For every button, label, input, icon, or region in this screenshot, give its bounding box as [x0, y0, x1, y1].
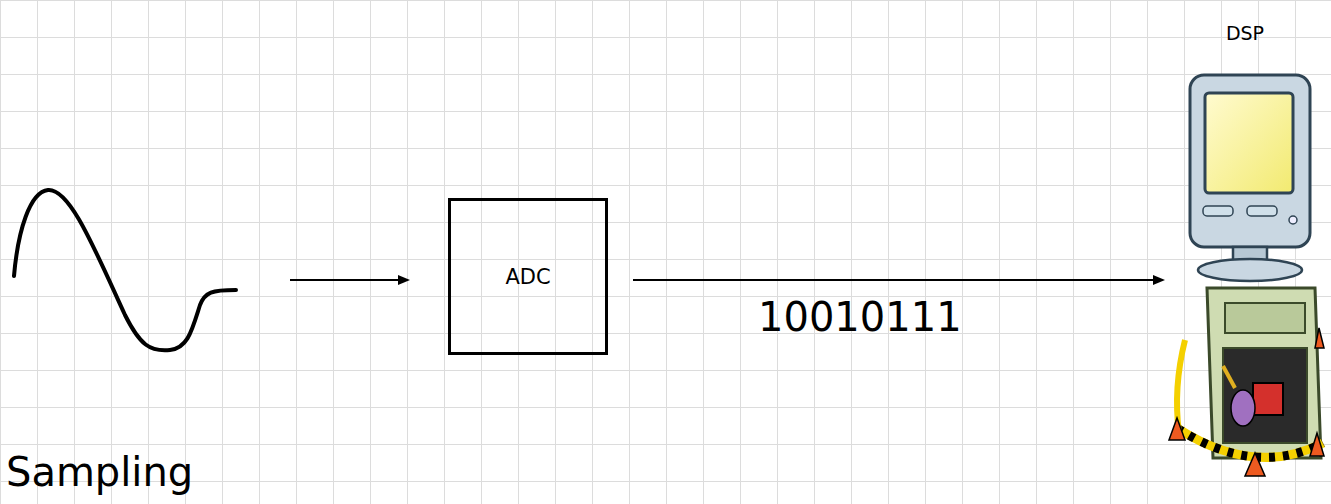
input-arrow: [290, 279, 400, 281]
monitor-button: [1247, 206, 1277, 216]
monitor-body: [1190, 75, 1310, 247]
traffic-cone: [1169, 418, 1185, 440]
arrow-head: [398, 275, 410, 285]
traffic-cone: [1310, 433, 1324, 456]
monitor-screen: [1205, 93, 1293, 193]
connector-arrow: [633, 275, 1165, 285]
caption-label: Sampling: [6, 448, 193, 496]
traffic-cone: [1245, 453, 1265, 476]
monitor-button: [1203, 206, 1233, 216]
monitor-base: [1198, 259, 1302, 281]
drive-bay: [1225, 303, 1305, 333]
caution-stripes: [1177, 428, 1323, 457]
computer-case: [1207, 288, 1321, 458]
process-box: ADC: [448, 198, 608, 355]
computer-illustration: [1165, 48, 1325, 478]
power-dot: [1289, 216, 1297, 224]
device-label: DSP: [1165, 22, 1325, 44]
connector-line: [633, 279, 1153, 281]
caution-tape: [1177, 428, 1323, 457]
traffic-cone: [1315, 328, 1324, 348]
arrow-head: [1153, 275, 1165, 285]
case-opening: [1223, 348, 1307, 443]
screwdriver: [1223, 366, 1235, 388]
sine-wave: [14, 190, 236, 350]
floppy-disk: [1253, 383, 1283, 415]
gremlin: [1231, 390, 1255, 426]
caution-tape: [1177, 340, 1185, 433]
bit-pattern-label: 10010111: [758, 294, 962, 340]
computer-node: DSP: [1165, 22, 1325, 500]
box-label: ADC: [505, 265, 550, 289]
